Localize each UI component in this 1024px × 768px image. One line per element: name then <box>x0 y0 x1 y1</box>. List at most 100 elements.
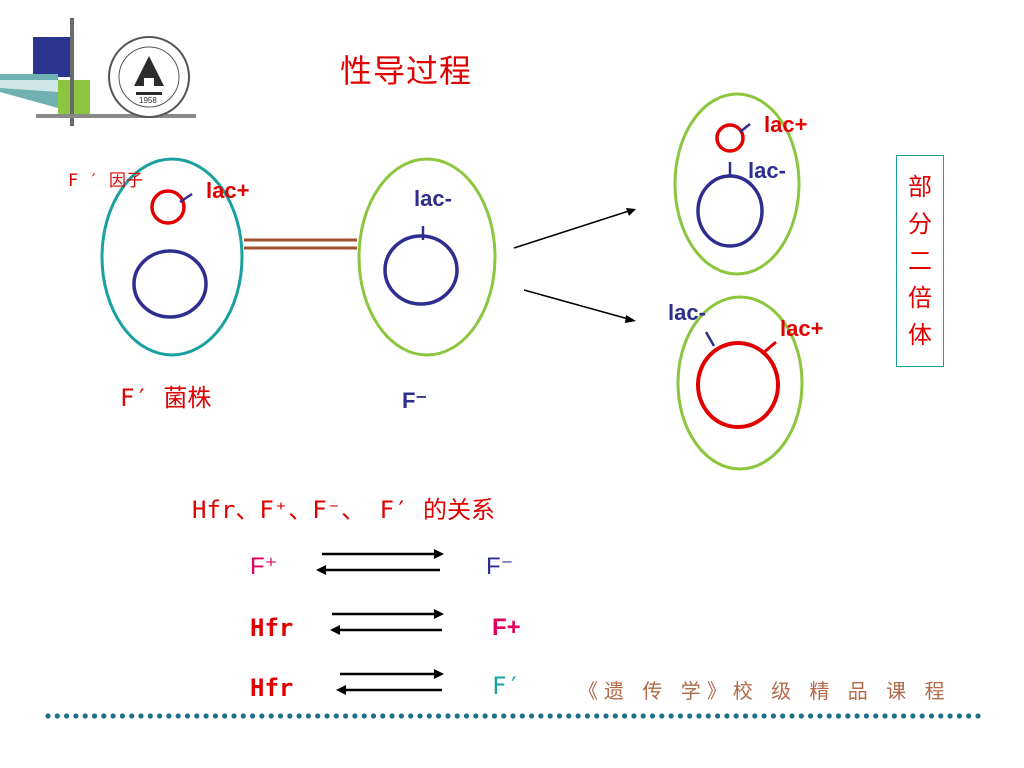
rule-dot <box>817 713 823 719</box>
rule-dot <box>733 713 739 719</box>
rule-dot <box>222 713 228 719</box>
corner-navy-block <box>33 37 71 77</box>
page-title: 性导过程 <box>340 52 473 90</box>
rule-dot <box>835 713 842 719</box>
relation-row-right: F′ <box>492 672 521 700</box>
rule-dot <box>659 713 665 719</box>
corner-decoration <box>0 18 196 126</box>
rule-dot <box>45 713 51 719</box>
corner-horizontal-bar <box>36 114 196 118</box>
rule-dot <box>882 713 888 719</box>
rule-dot <box>529 713 535 719</box>
rule-dot <box>463 713 470 719</box>
rule-dot <box>919 713 925 719</box>
recipient-chromosome <box>383 234 459 306</box>
top-lac-minus-label: lac- <box>748 158 786 183</box>
rule-dot <box>724 713 730 719</box>
donor-f-plasmid <box>150 189 186 225</box>
bottom-plus-tick <box>761 340 777 356</box>
rule-dot <box>687 713 693 719</box>
rule-dot <box>352 713 358 719</box>
rule-dot <box>668 713 674 719</box>
rule-dot <box>268 713 274 719</box>
rule-dot <box>343 713 349 719</box>
rule-dot <box>715 713 721 719</box>
donor-chromosome <box>132 249 208 319</box>
rule-dot <box>240 713 246 719</box>
logo-emblem-icon <box>108 36 190 118</box>
rule-dot <box>603 713 609 719</box>
rule-dot <box>594 713 600 719</box>
rule-dot <box>380 713 386 719</box>
rule-dot <box>212 713 218 719</box>
relation-row-left: Hfr <box>250 614 294 642</box>
rule-dot <box>147 713 153 719</box>
rule-dot <box>417 713 423 719</box>
rule-dot <box>194 713 200 719</box>
side-char-2: 分 <box>908 210 932 238</box>
rule-dot <box>175 713 181 719</box>
rule-dot <box>361 713 367 719</box>
bottom-lac-minus-label: lac- <box>668 300 706 325</box>
side-char-3: 二 <box>908 247 932 275</box>
arrow-head-bottom <box>625 315 636 323</box>
rule-dot <box>138 713 144 719</box>
bottom-lac-plus-label: lac+ <box>780 316 824 341</box>
rule-dot <box>519 713 525 719</box>
rule-dot <box>110 713 116 719</box>
rule-dot <box>547 713 553 719</box>
top-plasmid-tick <box>739 123 751 133</box>
rule-dot <box>631 713 637 719</box>
rule-dot <box>938 713 944 719</box>
rule-dot <box>231 713 237 719</box>
relation-row-right: F⁻ <box>486 553 514 580</box>
rule-dot <box>277 713 284 719</box>
rule-dot <box>73 713 79 719</box>
rule-dot <box>445 713 451 719</box>
rule-dot <box>947 713 953 719</box>
rule-dot <box>966 713 972 719</box>
rule-dot <box>845 713 851 719</box>
rule-dot <box>538 713 544 719</box>
rule-dot <box>798 713 804 719</box>
double-arrow-icon <box>316 549 444 575</box>
rule-dot <box>854 713 860 719</box>
rule-dot <box>184 713 191 719</box>
donor-cell <box>100 157 244 357</box>
rule-dot <box>975 713 981 719</box>
arrow-to-bottom-product <box>523 289 633 321</box>
rule-dot <box>808 713 814 719</box>
rule-dot <box>863 713 870 719</box>
rule-dot <box>203 713 209 719</box>
rule-dot <box>956 713 963 719</box>
rule-dot <box>873 713 879 719</box>
rule-dot <box>389 713 395 719</box>
rule-dot <box>305 713 311 719</box>
rule-dot <box>166 713 172 719</box>
rule-dot <box>408 713 414 719</box>
arrow-head-top <box>626 208 636 216</box>
rule-dot <box>622 713 628 719</box>
rule-dot <box>296 713 302 719</box>
rule-dot <box>566 713 572 719</box>
rule-dot <box>510 713 516 719</box>
rule-dot <box>752 713 758 719</box>
rule-dot <box>584 713 591 719</box>
rule-dot <box>826 713 832 719</box>
rule-dot <box>287 713 293 719</box>
recipient-cell <box>357 157 497 357</box>
rule-dot <box>677 713 684 719</box>
rule-dot <box>315 713 321 719</box>
top-product-chromosome <box>696 174 764 248</box>
arrow-to-top-product <box>513 209 633 249</box>
rule-dot <box>901 713 907 719</box>
rule-dot <box>82 713 88 719</box>
rule-dot <box>157 713 163 719</box>
side-char-1: 部 <box>908 173 932 201</box>
donor-strain-label: F′ 菌株 <box>120 384 212 412</box>
rule-dot <box>612 713 618 719</box>
rule-dot <box>696 713 702 719</box>
bottom-product-chromosome <box>696 341 780 429</box>
rule-dot <box>426 713 432 719</box>
rule-dot <box>436 713 442 719</box>
